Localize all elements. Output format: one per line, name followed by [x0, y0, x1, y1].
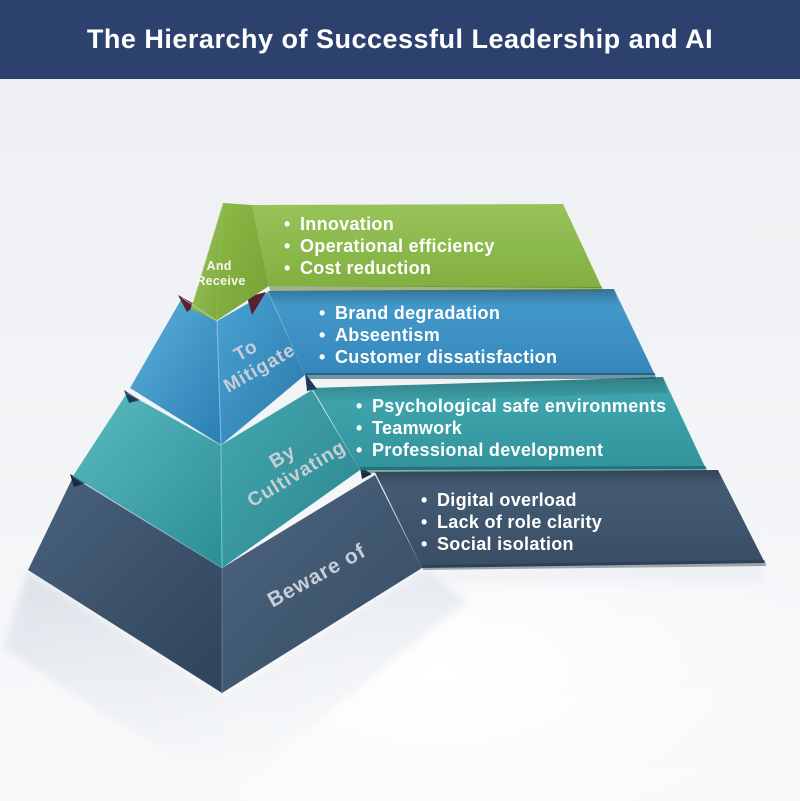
banner-item: • Professional development [356, 440, 603, 460]
mitigate-banner-items: • Brand degradation • Abseentism • Customer… [319, 303, 557, 367]
item-text: Operational efficiency [300, 236, 495, 256]
mitigate-front-face [217, 292, 305, 445]
bullet-marker-icon: • [319, 303, 326, 323]
bullet-marker-icon: • [284, 236, 291, 256]
apex-edge-highlight [190, 202, 224, 310]
item-text: Abseentism [335, 325, 440, 345]
level-cultivating [73, 377, 707, 568]
receive-face-label: And Receive [196, 259, 245, 288]
item-text: Teamwork [372, 418, 463, 438]
beware-banner-top-shadow [375, 470, 723, 487]
title-bar: The Hierarchy of Successful Leadership a… [0, 0, 800, 79]
bullet-marker-icon: • [421, 490, 428, 510]
bullet-marker-icon: • [421, 512, 428, 532]
beware-banner-items: •Digital overload •Lack of role clarity … [421, 490, 602, 554]
mitigate-banner-bottom-edge [305, 373, 656, 379]
banner-item: • Innovation [284, 214, 394, 234]
banner-item: • Teamwork [356, 418, 463, 438]
banner-item: • Social isolation [421, 534, 574, 554]
level-mitigate [130, 289, 656, 445]
level-receive [191, 203, 603, 321]
banner-item: • Operational efficiency [284, 236, 495, 256]
beware-banner-bottom-edge [422, 560, 766, 570]
notch-shadow-green-right [247, 292, 266, 315]
bullet-marker-icon: • [356, 418, 363, 438]
mitigate-top-edge-highlight [181, 297, 218, 322]
bullet-marker-icon: • [421, 534, 428, 554]
reflection-left-face [4, 572, 222, 792]
cultivating-front-face [221, 390, 360, 568]
notch-shadow-blue-left [124, 390, 140, 403]
item-text: Customer dissatisfaction [335, 347, 557, 367]
pyramid-reflection [4, 565, 765, 800]
edge-highlights [72, 202, 224, 694]
item-text: Innovation [300, 214, 394, 234]
cultivating-top-edge-highlight [126, 392, 222, 446]
item-text: Digital overload [437, 490, 577, 510]
bullet-marker-icon: • [356, 396, 363, 416]
item-text: Psychological safe environments [372, 396, 666, 416]
cultivating-banner-top-shadow [312, 377, 668, 403]
mitigate-left-face [130, 298, 221, 445]
beware-front-face [222, 475, 422, 693]
reflection-banner [425, 565, 765, 592]
beware-left-face [28, 477, 222, 693]
receive-banner-bottom-edge [269, 286, 603, 292]
reflection-front-face [222, 570, 468, 800]
bullet-marker-icon: • [319, 347, 326, 367]
cultivating-left-face [73, 393, 222, 568]
beware-top-edge-highlight [72, 476, 223, 569]
cultivating-corner-highlight [220, 444, 223, 569]
banner-item: • Brand degradation [319, 303, 500, 323]
item-text: Social isolation [437, 534, 574, 554]
level-beware [28, 470, 766, 693]
banner-item: • Digital overload [421, 490, 577, 510]
bullet-marker-icon: • [284, 258, 291, 278]
receive-banner [252, 204, 602, 288]
mitigate-banner-top-shadow [268, 289, 619, 306]
receive-banner-items: • Innovation • Operational efficiency • Cos… [284, 214, 495, 278]
item-text: Brand degradation [335, 303, 500, 323]
bullet-marker-icon: • [356, 440, 363, 460]
item-text: Lack of role clarity [437, 512, 602, 532]
bullet-marker-icon: • [319, 325, 326, 345]
banner-item: • Customer dissatisfaction [319, 347, 557, 367]
beware-banner [375, 470, 765, 568]
page-title: The Hierarchy of Successful Leadership a… [86, 24, 714, 54]
receive-left-face [191, 203, 223, 321]
bullet-marker-icon: • [284, 214, 291, 234]
banner-item: • Cost reduction [284, 258, 431, 278]
item-text: Cost reduction [300, 258, 431, 278]
mitigate-banner [268, 289, 655, 375]
receive-face-label-line2: Receive [196, 274, 245, 288]
mitigate-corner-highlight [216, 320, 222, 446]
cultivating-banner-bottom-edge [360, 466, 707, 473]
banner-item: • Psychological safe environments [356, 396, 666, 416]
item-text: Professional development [372, 440, 603, 460]
banner-item: • Lack of role clarity [421, 512, 602, 532]
receive-front-face [216, 203, 269, 321]
cultivating-banner-items: • Psychological safe environments • Teamwo… [356, 396, 666, 460]
receive-face-label-line1: And [207, 259, 232, 273]
banner-item: • Abseentism [319, 325, 440, 345]
notch-shadow-teal-left [70, 474, 86, 487]
